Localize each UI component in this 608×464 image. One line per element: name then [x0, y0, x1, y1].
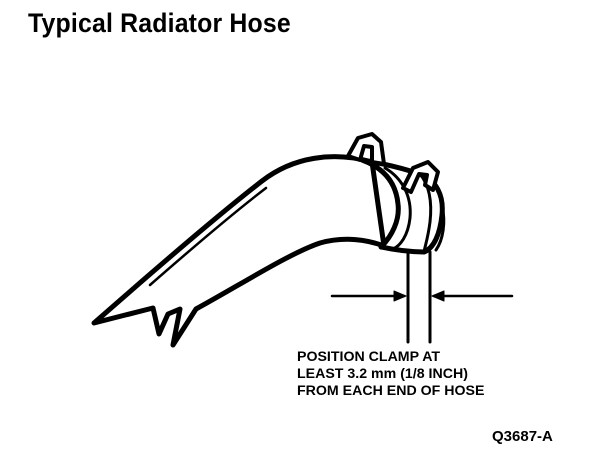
clamp-band-inner-edge: [383, 166, 412, 251]
callout-line-3: FROM EACH END OF HOSE: [297, 383, 485, 398]
hose-clamp: [346, 132, 445, 255]
hose-end-lip: [434, 204, 446, 252]
diagram-title: Typical Radiator Hose: [28, 8, 291, 38]
hose-body: [91, 154, 387, 348]
clamp-ear-right: [401, 160, 440, 194]
clamp-ear-left: [346, 132, 386, 166]
figure-code: Q3687-A: [492, 428, 553, 445]
clamp-position-callout: POSITION CLAMP AT LEAST 3.2 mm (1/8 INCH…: [297, 348, 484, 399]
callout-line-2: LEAST 3.2 mm (1/8 INCH): [297, 366, 468, 381]
dimension-arrowhead-right: [431, 290, 445, 302]
dimension-arrowhead-left: [393, 290, 407, 302]
callout-line-1: POSITION CLAMP AT: [297, 349, 441, 364]
hose-crease-line: [148, 186, 268, 287]
